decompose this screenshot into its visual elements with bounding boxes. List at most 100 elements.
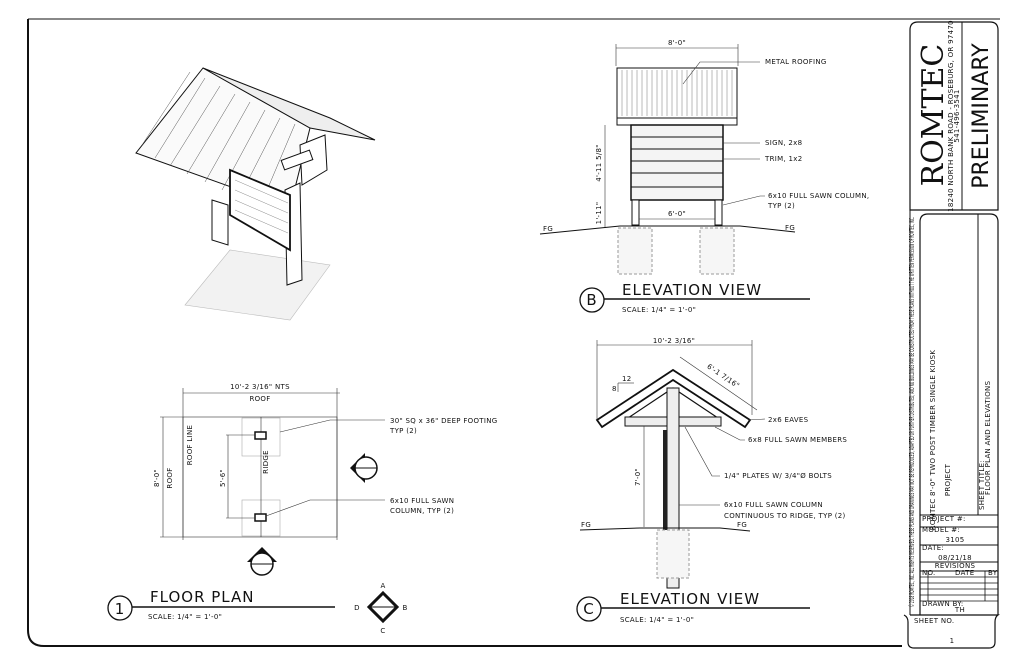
note-eaves: 2x6 EAVES <box>768 416 809 424</box>
column-bottom <box>254 513 267 522</box>
compass-d: D <box>354 604 360 612</box>
compass-a: A <box>380 582 385 590</box>
elevation-b-title: ELEVATION VIEW <box>622 281 762 299</box>
compass-key: A B C D <box>354 582 407 635</box>
view-marker-circle <box>579 287 605 313</box>
model-label: MODEL #: <box>922 526 960 534</box>
sheet-no-box <box>903 614 1000 649</box>
column-left <box>631 199 640 226</box>
footing-left <box>617 227 653 275</box>
sheet-no-label: SHEET NO. <box>914 617 954 625</box>
sheet-title-label: SHEET TITLE: <box>978 460 986 510</box>
dim-columns: 5'-6" <box>219 469 227 487</box>
roof-profile <box>595 368 752 429</box>
note-footing-2: TYP (2) <box>389 427 417 435</box>
company-phone: 541-496-3541 <box>953 89 961 142</box>
sheet-border <box>27 19 902 647</box>
roof-line-label: ROOF LINE <box>186 425 194 465</box>
column-right <box>714 199 723 226</box>
copyright-notice: © 2018 ROMTEC, INC. ALL RIGHTS RESERVED.… <box>908 217 916 607</box>
floor-plan: 10'-2 3/16" NTS ROOF 8'-0" ROOF ROOF LIN… <box>107 383 497 635</box>
drawn-by: TH <box>954 606 965 614</box>
sheet-title: FLOOR PLAN AND ELEVATIONS <box>984 380 992 495</box>
grade-line <box>579 527 751 532</box>
column-plate <box>663 430 667 530</box>
grade-line <box>539 225 796 235</box>
status-preliminary: PRELIMINARY <box>969 43 994 189</box>
grade-left: FG <box>543 225 553 233</box>
note-roof: METAL ROOFING <box>765 58 827 66</box>
ground-shadow <box>184 249 331 321</box>
compass-c: C <box>380 627 385 635</box>
revisions-label: REVISIONS <box>935 562 976 570</box>
note-plates: 1/4" PLATES W/ 3/4"Ø BOLTS <box>724 472 832 480</box>
footing <box>656 529 690 579</box>
view-number: 1 <box>115 600 126 618</box>
footing-right <box>699 227 735 275</box>
note-column: 6x10 FULL SAWN COLUMN <box>724 501 823 509</box>
note-column-2: COLUMN, TYP (2) <box>390 507 454 515</box>
model-number: 3105 <box>945 536 964 544</box>
note-footing: 30" SQ x 36" DEEP FOOTING <box>390 417 497 425</box>
elevation-c-title: ELEVATION VIEW <box>620 590 760 608</box>
pitch-rise: 8 <box>612 385 617 393</box>
rev-col-date: DATE <box>955 569 974 577</box>
dim-slope: 6'-1 7/16" <box>705 363 741 391</box>
note-column: 6x10 FULL SAWN COLUMN, <box>768 192 869 200</box>
drawn-by-label: DRAWN BY: <box>922 600 964 608</box>
section-marker-c[interactable] <box>247 547 277 576</box>
dim-width: 10'-2 3/16" NTS <box>230 383 290 391</box>
roof-outline <box>182 416 338 538</box>
rev-col-by: BY <box>988 569 998 577</box>
roof-right-plane <box>202 67 376 141</box>
sign-panel <box>630 124 724 201</box>
section-marker-b[interactable] <box>350 453 378 483</box>
floor-plan-title: FLOOR PLAN <box>150 588 254 606</box>
ridge-label: RIDGE <box>262 450 270 474</box>
view-marker: B <box>586 291 597 309</box>
logo-box <box>909 21 999 211</box>
grade-left: FG <box>581 521 591 529</box>
roof-left-plane <box>135 67 311 209</box>
dim-sign: 4'-11 5/8" <box>595 144 603 182</box>
note-trim: TRIM, 1x2 <box>764 155 802 163</box>
elevation-c-scale: SCALE: 1/4" = 1'-0" <box>620 616 694 624</box>
dim-top: 8'-0" <box>668 39 686 47</box>
project-no-label: PROJECT #: <box>922 515 966 523</box>
rev-col-no: NO. <box>922 569 936 577</box>
dim-top: 10'-2 3/16" <box>653 337 695 345</box>
elevation-c: 10'-2 3/16" 12 8 6'-1 7/16" 7'-0" FG FG … <box>576 337 847 624</box>
title-block: ROMTEC 18240 NORTH BANK ROAD - ROSEBURG,… <box>903 20 1000 649</box>
grade-right: FG <box>737 521 747 529</box>
dim-inner: 6'-0" <box>668 210 686 218</box>
grade-right: FG <box>785 224 795 232</box>
isometric-view <box>135 67 376 321</box>
post-left <box>211 199 229 246</box>
project-subtitle: ROMTEC 8'-0" TWO POST TIMBER SINGLE KIOS… <box>929 350 937 531</box>
view-marker: C <box>583 600 594 618</box>
note-column: 6x10 FULL SAWN <box>390 497 454 505</box>
elevation-b: 8'-0" 4'-11 5/8" 1'-11" 6'-0" FG FG META… <box>539 39 869 314</box>
view-number-circle <box>107 595 133 621</box>
date-value: 08/21/18 <box>938 554 972 562</box>
company-address: 18240 NORTH BANK ROAD - ROSEBURG, OR 974… <box>947 20 955 212</box>
note-column-2: TYP (2) <box>767 202 795 210</box>
company-logo: ROMTEC <box>916 44 951 187</box>
elevation-b-scale: SCALE: 1/4" = 1'-0" <box>622 306 696 314</box>
floor-plan-scale: SCALE: 1/4" = 1'-0" <box>148 613 222 621</box>
pitch-run: 12 <box>622 375 632 383</box>
project-label: PROJECT <box>944 463 952 496</box>
view-marker-circle <box>576 596 602 622</box>
dim-height: 7'-0" <box>634 468 642 486</box>
note-sign: SIGN, 2x8 <box>765 139 802 147</box>
date-label: DATE: <box>922 544 944 552</box>
dim-height: 8'-0" <box>153 469 161 487</box>
compass-b: B <box>402 604 407 612</box>
roof-label: ROOF <box>249 395 270 403</box>
note-column-2: CONTINUOUS TO RIDGE, TYP (2) <box>724 512 846 520</box>
gable-truss <box>299 134 328 186</box>
sheet-no: 1 <box>950 637 955 645</box>
sign-panel <box>229 168 291 252</box>
column-top <box>254 431 267 440</box>
